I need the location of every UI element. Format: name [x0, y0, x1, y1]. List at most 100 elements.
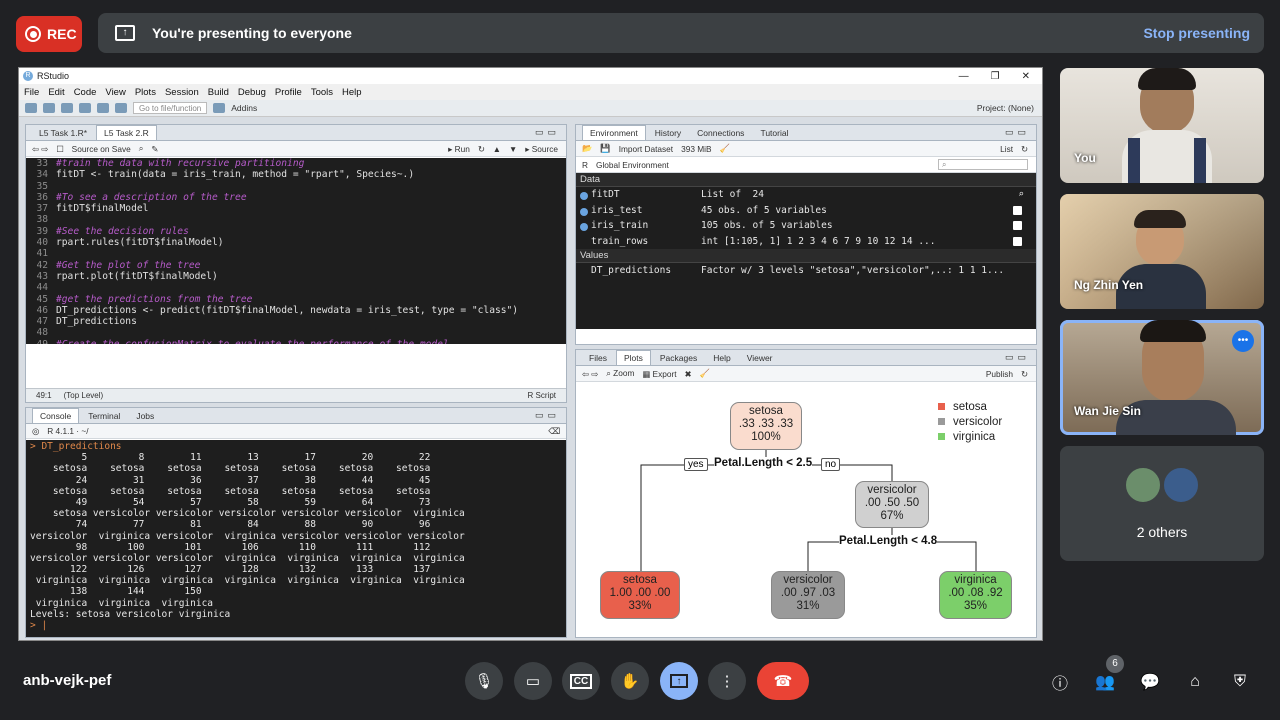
tab-jobs[interactable]: Jobs — [129, 409, 162, 423]
language-select[interactable]: R — [582, 159, 588, 170]
grid-layout-icon[interactable] — [213, 103, 226, 113]
file-type[interactable]: R Script — [527, 391, 556, 400]
code-line[interactable]: 44 — [26, 282, 566, 293]
menu-session[interactable]: Session — [164, 86, 199, 98]
menu-code[interactable]: Code — [73, 86, 97, 98]
menu-plots[interactable]: Plots — [134, 86, 156, 98]
participant-tile-ng-zhin-yen[interactable]: Ng Zhin Yen — [1060, 194, 1264, 309]
code-line[interactable]: 42#Get the plot of the tree — [26, 260, 566, 271]
expand-icon[interactable] — [580, 192, 588, 201]
camera-button[interactable]: ▭ — [514, 662, 552, 700]
menu-profile[interactable]: Profile — [274, 86, 302, 98]
open-file-icon[interactable] — [61, 103, 73, 113]
code-line[interactable]: 38 — [26, 214, 566, 225]
code-line[interactable]: 48 — [26, 327, 566, 338]
save-icon[interactable] — [79, 103, 91, 113]
scope-indicator[interactable]: (Top Level) — [63, 391, 104, 400]
close-icon[interactable]: ✕ — [1021, 70, 1030, 82]
console-output[interactable]: > DT_predictions 5 8 11 13 17 20 22 seto… — [26, 440, 566, 637]
menu-view[interactable]: View — [105, 86, 126, 98]
publish-button[interactable]: Publish — [985, 368, 1014, 379]
view-data-icon[interactable] — [1013, 205, 1022, 215]
leave-call-button[interactable]: ☎ — [757, 662, 809, 700]
refresh-icon[interactable]: ↻ — [1021, 143, 1028, 154]
view-data-icon[interactable] — [1013, 236, 1022, 246]
maximize-icon[interactable]: ❐ — [990, 70, 1000, 82]
raise-hand-button[interactable]: ✋ — [611, 662, 649, 700]
menu-file[interactable]: File — [24, 86, 40, 98]
chat-icon[interactable]: 💬 — [1140, 674, 1160, 691]
code-line[interactable]: 36#To see a description of the tree — [26, 192, 566, 203]
broom-icon[interactable]: 🧹 — [719, 143, 730, 153]
code-line[interactable]: 41 — [26, 248, 566, 259]
tab-viewer[interactable]: Viewer — [739, 351, 780, 365]
run-button[interactable]: ▸ Run — [448, 143, 470, 154]
tab-l5-task-2[interactable]: L5 Task 2.R — [96, 125, 157, 140]
rerun-icon[interactable]: ↻ — [477, 143, 485, 154]
microphone-button[interactable]: 🎙 — [465, 662, 503, 700]
participant-tile-wan-jie-sin[interactable]: ••• Wan Jie Sin — [1060, 320, 1264, 435]
code-line[interactable]: 35 — [26, 181, 566, 192]
info-icon[interactable]: ⓘ — [1051, 676, 1068, 693]
tab-help[interactable]: Help — [706, 351, 738, 365]
menu-tools[interactable]: Tools — [310, 86, 334, 98]
pane-minmax-icon[interactable]: ▭▭ — [534, 410, 560, 420]
wand-icon[interactable]: ✎ — [151, 143, 159, 154]
tab-history[interactable]: History — [647, 126, 689, 140]
source-on-save-checkbox[interactable]: ☐ — [56, 143, 64, 154]
source-button[interactable]: ▸ Source — [525, 143, 558, 154]
more-options-button[interactable]: ⋮ — [708, 662, 746, 700]
present-button[interactable]: ↑ — [660, 662, 698, 700]
pane-minmax-icon[interactable]: ▭▭ — [1004, 127, 1030, 137]
view-data-icon[interactable] — [1013, 221, 1022, 231]
goto-file-input[interactable]: Go to file/function — [133, 102, 208, 114]
load-workspace-icon[interactable]: 📂 — [582, 143, 593, 153]
participant-tile-you[interactable]: You — [1060, 68, 1264, 183]
memory-usage[interactable]: 393 MiB — [681, 143, 712, 154]
prev-plot-icon[interactable]: ⇦ ⇨ — [582, 368, 599, 379]
captions-button[interactable]: CC — [562, 662, 600, 700]
addins-menu[interactable]: Addins — [231, 103, 258, 113]
menu-help[interactable]: Help — [342, 86, 362, 98]
code-line[interactable]: 33#train the data with recursive partiti… — [26, 158, 566, 169]
save-all-icon[interactable] — [97, 103, 109, 113]
expand-icon[interactable] — [580, 223, 588, 232]
remove-plot-icon[interactable]: ✖ — [684, 368, 692, 379]
global-env-select[interactable]: Global Environment — [596, 159, 669, 170]
menu-debug[interactable]: Debug — [237, 86, 266, 98]
tab-plots[interactable]: Plots — [615, 350, 651, 365]
expand-icon[interactable] — [580, 207, 588, 216]
meeting-code[interactable]: anb-vejk-pef — [23, 672, 112, 689]
import-dataset-button[interactable]: Import Dataset — [618, 143, 674, 154]
tab-files[interactable]: Files — [582, 351, 614, 365]
people-icon[interactable]: 👥 — [1095, 674, 1115, 691]
code-line[interactable]: 49#Create the confusionMatrix to evaluat… — [26, 339, 566, 344]
others-tile[interactable]: 2 others — [1060, 446, 1264, 561]
save-workspace-icon[interactable]: 💾 — [600, 143, 611, 153]
minimize-icon[interactable]: — — [958, 70, 969, 82]
menu-edit[interactable]: Edit — [48, 86, 65, 98]
export-button[interactable]: ▦ Export — [642, 368, 677, 379]
view-object-icon[interactable]: ⌕ — [1018, 189, 1024, 201]
search-icon[interactable]: ⌕ — [138, 143, 144, 153]
tab-terminal[interactable]: Terminal — [81, 409, 128, 423]
host-controls-icon[interactable]: ⛨ — [1233, 673, 1246, 690]
tab-tutorial[interactable]: Tutorial — [753, 126, 796, 140]
tab-environment[interactable]: Environment — [582, 125, 646, 140]
clear-console-icon[interactable]: ⌫ — [548, 426, 560, 436]
tab-packages[interactable]: Packages — [652, 351, 705, 365]
pane-minmax-icon[interactable]: ▭▭ — [534, 127, 560, 137]
project-menu[interactable]: Project: (None) — [976, 103, 1034, 113]
menu-build[interactable]: Build — [207, 86, 229, 98]
